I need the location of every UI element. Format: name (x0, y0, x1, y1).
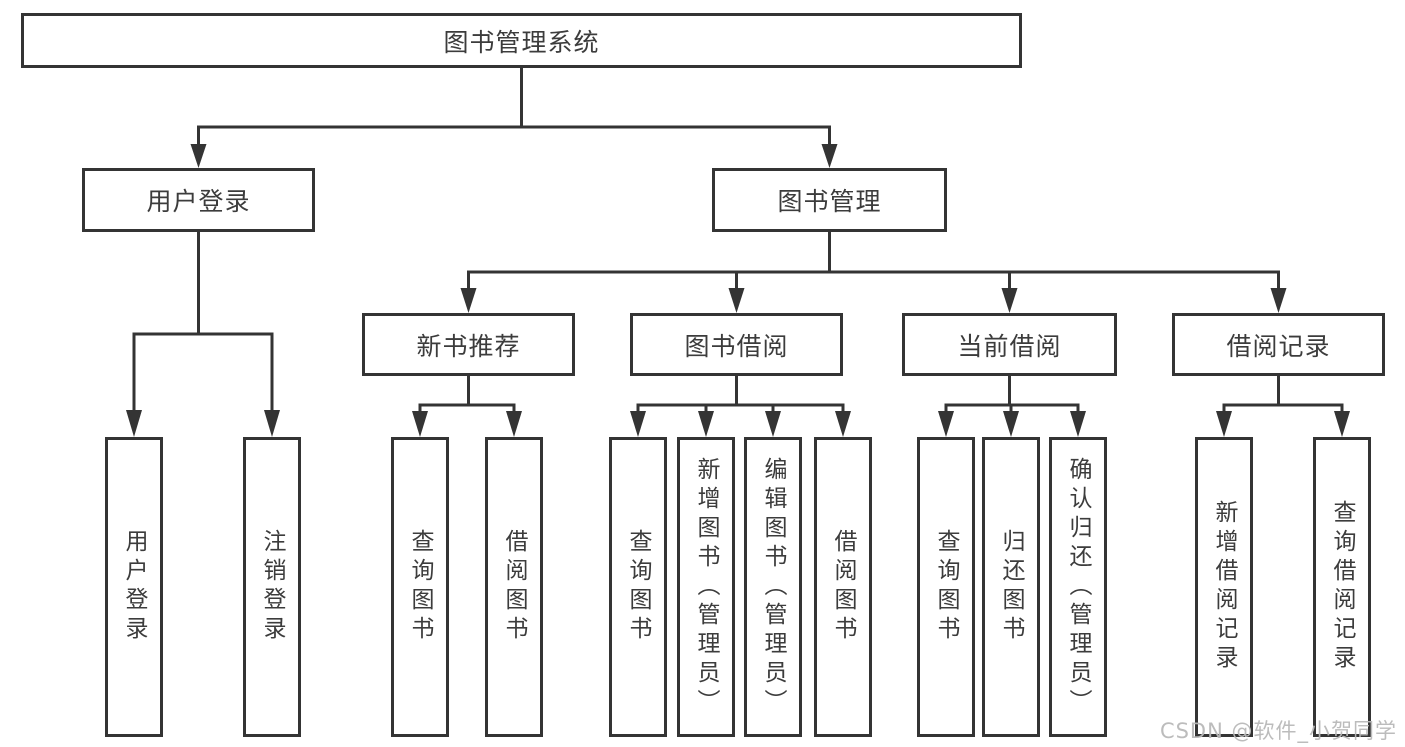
node-label: 用户登录 (121, 529, 147, 645)
arrowheads (126, 144, 1350, 437)
node-label: 借阅图书 (830, 529, 856, 645)
leaf-query-books-recommend: 查询图书 (391, 437, 449, 737)
leaf-edit-books-admin: 编辑图书（管理员） (744, 437, 802, 737)
node-library-management-system: 图书管理系统 (21, 13, 1022, 68)
leaf-logout: 注销登录 (243, 437, 301, 737)
node-book-management: 图书管理 (712, 168, 947, 232)
leaf-add-borrow-record: 新增借阅记录 (1195, 437, 1253, 737)
csdn-watermark: CSDN @软件_小贺同学 (1159, 719, 1397, 743)
leaf-query-borrow-record: 查询借阅记录 (1313, 437, 1371, 737)
node-book-borrowing: 图书借阅 (630, 313, 843, 376)
leaf-borrow-books-recommend: 借阅图书 (485, 437, 543, 737)
node-label: 新书推荐 (416, 331, 521, 361)
leaf-return-books: 归还图书 (982, 437, 1040, 737)
node-current-borrowing: 当前借阅 (902, 313, 1117, 376)
node-label: 新增图书（管理员） (693, 456, 719, 718)
node-user-login: 用户登录 (82, 168, 315, 232)
node-label: 图书管理系统 (443, 27, 600, 57)
node-label: 用户登录 (146, 187, 251, 216)
node-borrowing-records: 借阅记录 (1172, 313, 1385, 376)
node-label: 注销登录 (259, 529, 285, 645)
node-label: 编辑图书（管理员） (760, 456, 786, 718)
leaf-borrow-books: 借阅图书 (814, 437, 872, 737)
node-new-book-recommendation: 新书推荐 (362, 313, 575, 376)
node-label: 归还图书 (998, 529, 1024, 645)
leaf-confirm-return-admin: 确认归还（管理员） (1049, 437, 1107, 737)
node-label: 图书管理 (777, 187, 882, 216)
leaf-user-login: 用户登录 (105, 437, 163, 737)
node-label: 确认归还（管理员） (1065, 456, 1091, 718)
leaf-query-books-current: 查询图书 (917, 437, 975, 737)
node-label: 查询图书 (407, 529, 433, 645)
leaf-query-books-borrow: 查询图书 (609, 437, 667, 737)
node-label: 借阅记录 (1226, 331, 1331, 361)
node-label: 图书借阅 (684, 331, 789, 361)
node-label: 当前借阅 (957, 331, 1062, 361)
node-label: 借阅图书 (501, 529, 527, 645)
node-label: 查询图书 (933, 529, 959, 645)
leaf-add-books-admin: 新增图书（管理员） (677, 437, 735, 737)
node-label: 查询借阅记录 (1329, 500, 1355, 674)
node-label: 新增借阅记录 (1211, 500, 1237, 674)
node-label: 查询图书 (625, 529, 651, 645)
